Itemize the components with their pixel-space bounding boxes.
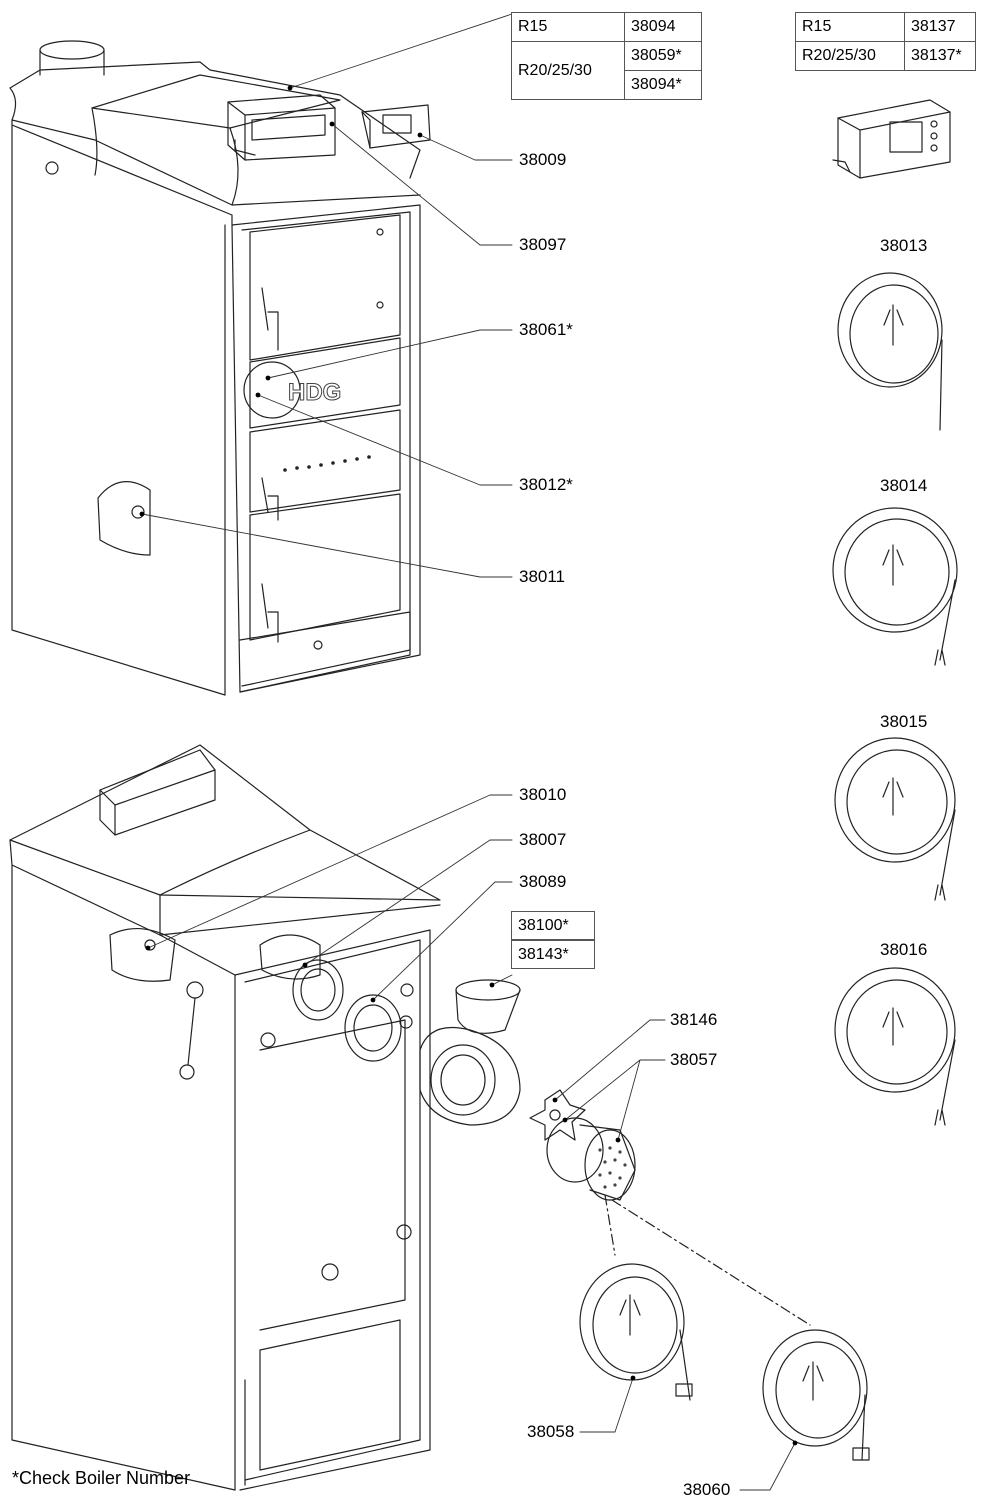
sensor-cable-38015 (834, 737, 956, 901)
callout-38011: 38011 (519, 567, 566, 586)
callout-38010: 38010 (519, 785, 567, 804)
sensor-cable-38058 (579, 1263, 693, 1401)
callout-38015: 38015 (880, 712, 928, 731)
hdg-logo-text: HDG (288, 379, 341, 406)
callout-38060: 38060 (683, 1480, 731, 1499)
callout-38013: 38013 (880, 236, 928, 255)
boiler-rear-view (9, 744, 441, 1491)
leader-lines (141, 13, 796, 1491)
table-cell: R15 (511, 12, 625, 42)
callout-38009: 38009 (519, 150, 567, 169)
footnote: *Check Boiler Number (12, 1468, 191, 1488)
table-cell: 38094* (624, 70, 702, 100)
callout-38058: 38058 (527, 1422, 575, 1441)
sensor-cable-38014 (832, 507, 958, 666)
controller-unit (832, 99, 951, 179)
callout-38007: 38007 (519, 830, 567, 849)
sensor-cable-38060 (762, 1329, 870, 1461)
sensor-cable-38016 (834, 967, 956, 1126)
callout-38012: 38012* (519, 475, 573, 494)
callout-38057: 38057 (670, 1050, 718, 1069)
callout-38089: 38089 (519, 872, 567, 891)
gasket-38089 (344, 994, 402, 1062)
callout-38061: 38061* (519, 320, 573, 339)
callout-38143: 38143* (511, 940, 595, 969)
table-cell: 38094 (624, 12, 702, 42)
boiler-front-view (9, 40, 431, 696)
leader-dots (139, 85, 798, 1446)
callout-38097: 38097 (519, 235, 567, 254)
table-cell: 38059* (624, 41, 702, 71)
flange-38007 (292, 959, 344, 1021)
part-table-right: R15 38137 R20/25/30 38137* (795, 12, 976, 71)
table-cell: R15 (795, 12, 905, 42)
motor-38057 (546, 1117, 636, 1201)
callout-38146: 38146 (670, 1010, 718, 1029)
table-cell: R20/25/30 (795, 41, 905, 71)
table-cell: 38137 (904, 12, 976, 42)
fan-housing-38100 (419, 979, 521, 1126)
callout-38100: 38100* (511, 911, 595, 940)
impeller-38146 (529, 1089, 586, 1141)
table-cell: 38137* (904, 41, 976, 71)
callout-38014: 38014 (880, 476, 928, 495)
sensor-cable-38013 (837, 272, 943, 431)
table-cell: R20/25/30 (511, 41, 625, 100)
callout-38016: 38016 (880, 940, 928, 959)
part-table-left: R15 38094 R20/25/30 38059* 38094* (511, 12, 702, 100)
